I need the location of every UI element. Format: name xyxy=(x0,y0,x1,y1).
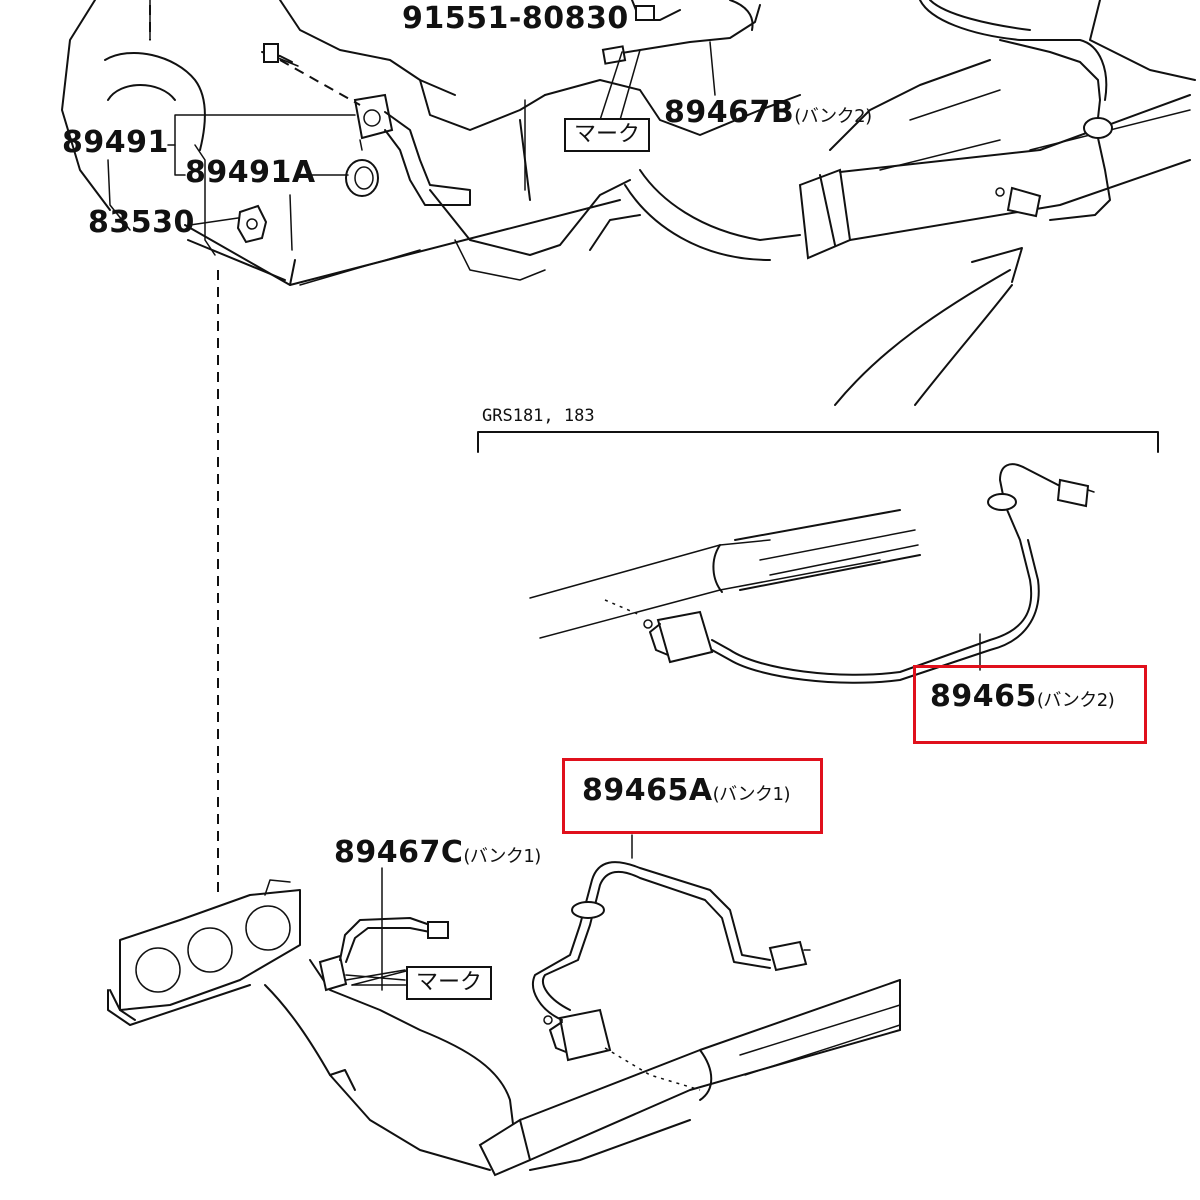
part-number-89467b-note: (バンク2) xyxy=(794,106,872,127)
sensor-89467C xyxy=(318,917,449,992)
sensor-89465A xyxy=(532,834,811,1091)
part-number-89467c-note: (バンク1) xyxy=(463,846,541,867)
variant-label: GRS181, 183 xyxy=(482,406,595,426)
inset-sensor-89465 xyxy=(643,463,1095,684)
exhaust-manifold-bank1 xyxy=(107,879,301,1026)
variant-inset-bracket xyxy=(477,431,1159,453)
part-number-89467c-code: 89467C xyxy=(334,835,464,870)
part-number-89467b: 89467B(バンク2) xyxy=(664,98,872,128)
sensor-flange-89491 xyxy=(353,93,471,206)
part-number-89465a-code: 89465A xyxy=(582,773,713,808)
view-arrow xyxy=(834,247,1023,406)
sensor-89465-top-view xyxy=(995,39,1113,221)
highlight-box-89465a xyxy=(562,758,823,834)
front-pipe-bank2 xyxy=(624,0,1196,261)
highlight-box-89465 xyxy=(913,665,1147,744)
part-number-89465-note: (バンク2) xyxy=(1036,690,1115,711)
part-number-89467c: 89467C(バンク1) xyxy=(334,838,541,868)
part-number-89491a: 89491A xyxy=(185,155,316,190)
oxygen-sensor-89467B xyxy=(599,0,761,121)
mark-label-bottom: マーク xyxy=(406,966,493,1001)
part-number-89465a: 89465A(バンク1) xyxy=(582,773,791,808)
catalytic-converter-bank1 xyxy=(264,959,901,1177)
inset-exhaust-pipe xyxy=(529,509,921,639)
gasket-89491A xyxy=(345,159,379,197)
part-number-91551-80830: 91551-80830 xyxy=(402,1,629,36)
part-number-89491: 89491 xyxy=(62,125,169,160)
leader-lines xyxy=(167,114,411,991)
bolt-91551 xyxy=(261,43,299,67)
grommet-83530 xyxy=(236,204,268,244)
part-number-89467b-code: 89467B xyxy=(664,95,795,130)
part-number-89465: 89465(バンク2) xyxy=(930,679,1115,714)
engine-block-outline xyxy=(61,0,801,286)
part-number-89465-code: 89465 xyxy=(930,679,1037,714)
part-number-83530: 83530 xyxy=(88,205,195,240)
mark-label-top: マーク xyxy=(564,118,651,153)
part-number-89465a-note: (バンク1) xyxy=(712,784,791,805)
